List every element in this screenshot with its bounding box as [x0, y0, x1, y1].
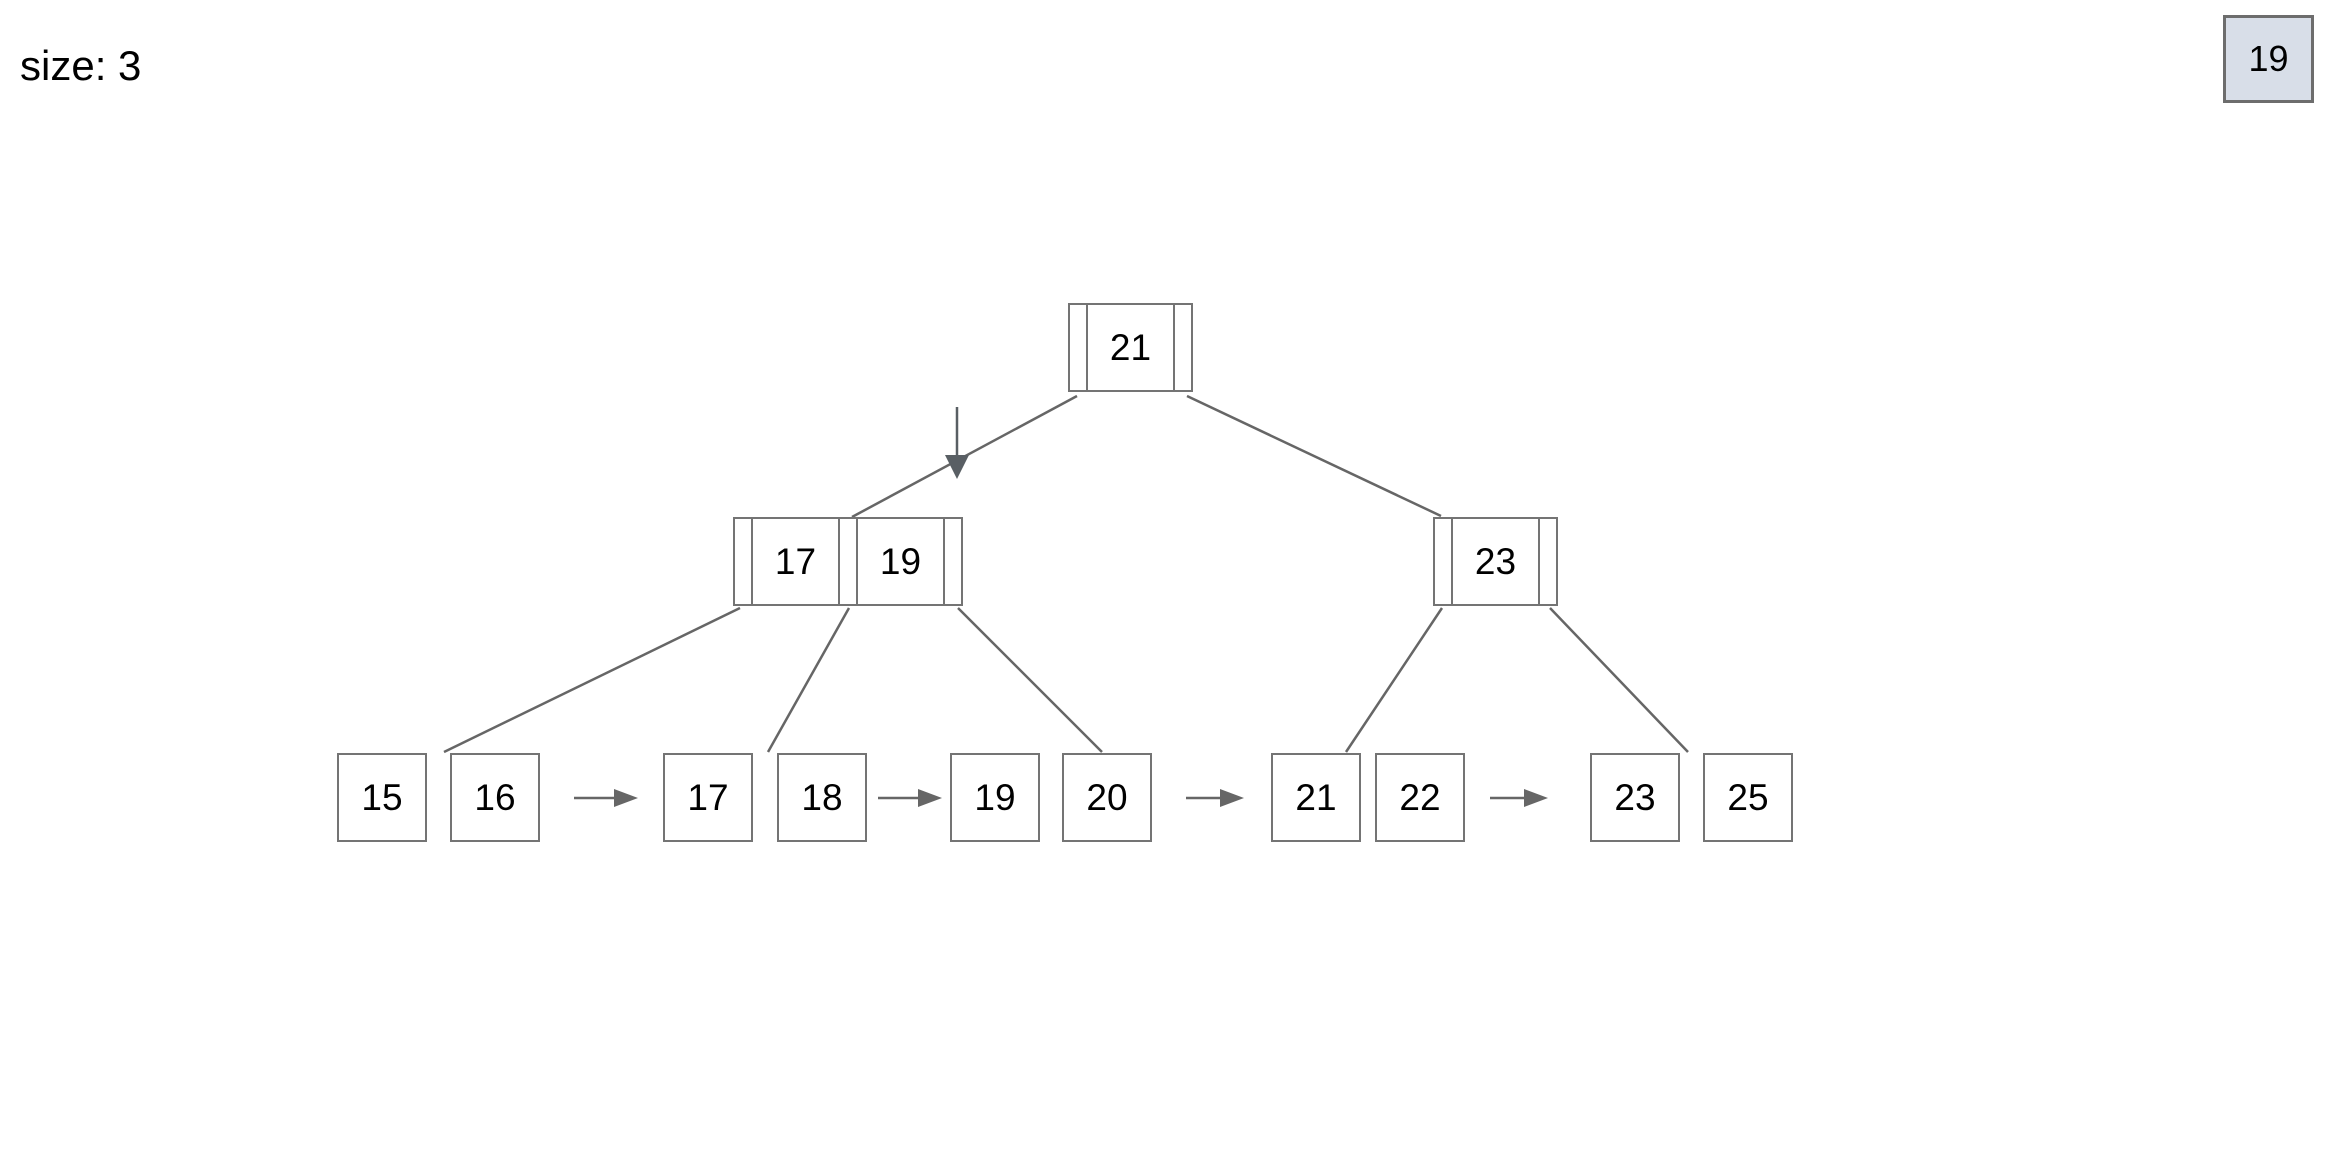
edge-left-to-leaf-15-16 — [443, 606, 741, 754]
insert-cursor-arrow — [945, 407, 969, 479]
edge-root-to-left-child — [851, 394, 1078, 519]
tree-size-label: size: 3 — [20, 42, 142, 89]
arrow-right-icon — [1490, 789, 1548, 807]
child-pointer-cell — [838, 519, 856, 604]
key-cell: 17 — [751, 519, 838, 604]
leaf-cell: 21 — [1271, 753, 1361, 842]
leaf-cell: 19 — [950, 753, 1040, 842]
leaf-cell: 18 — [777, 753, 867, 842]
btree-root-node: 21 — [1068, 303, 1193, 392]
leaf-cell: 15 — [337, 753, 427, 842]
edge-left-to-leaf-19-20 — [957, 607, 1103, 753]
leaf-cell: 23 — [1590, 753, 1680, 842]
leaf-cell: 16 — [450, 753, 540, 842]
child-pointer-cell — [1538, 519, 1556, 604]
leaf-cell: 25 — [1703, 753, 1793, 842]
child-pointer-cell — [1173, 305, 1191, 390]
edge-right-to-leaf-21-22 — [1344, 607, 1444, 753]
leaf-cell: 20 — [1062, 753, 1152, 842]
key-cell: 23 — [1451, 519, 1538, 604]
edge-root-to-right-child — [1186, 394, 1442, 518]
arrow-right-icon — [1186, 789, 1244, 807]
child-pointer-cell — [1070, 305, 1086, 390]
btree-internal-node-right: 23 — [1433, 517, 1558, 606]
edge-right-to-leaf-23-25 — [1549, 607, 1689, 753]
arrow-right-icon — [878, 789, 942, 807]
edge-left-to-leaf-17-18 — [766, 607, 851, 753]
leaf-cell: 22 — [1375, 753, 1465, 842]
key-cell: 19 — [856, 519, 943, 604]
btree-internal-node-left: 17 19 — [733, 517, 963, 606]
leaf-cell: 17 — [663, 753, 753, 842]
arrow-down-icon — [945, 407, 969, 479]
child-pointer-cell — [943, 519, 961, 604]
child-pointer-cell — [735, 519, 751, 604]
child-pointer-cell — [1435, 519, 1451, 604]
pending-insert-box: 19 — [2223, 15, 2314, 103]
arrow-right-icon — [574, 789, 638, 807]
key-cell: 21 — [1086, 305, 1173, 390]
